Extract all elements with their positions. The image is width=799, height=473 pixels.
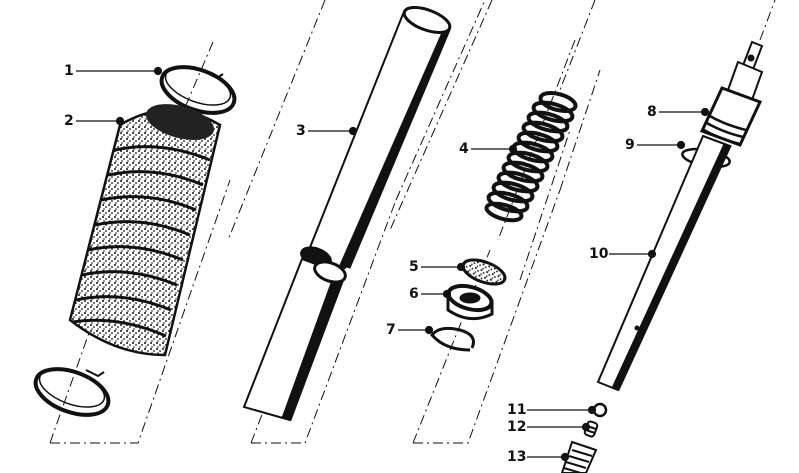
callout-label-10: 10 [589, 246, 609, 262]
leader-dot-7 [424, 325, 434, 335]
clamp-upper [159, 65, 237, 115]
fork-tube-upper [300, 6, 452, 270]
bellows [68, 104, 222, 357]
callout-label-13: 13 [507, 449, 527, 465]
seal [446, 283, 494, 321]
callout-label-2: 2 [64, 113, 74, 129]
spring [484, 90, 578, 223]
callout-label-7: 7 [386, 322, 396, 338]
callout-leaders [76, 66, 710, 462]
leader-dot-2 [115, 116, 125, 126]
circlip [430, 326, 475, 352]
callout-label-11: 11 [507, 402, 527, 418]
valve-body [560, 440, 598, 473]
callout-label-12: 12 [507, 419, 527, 435]
leader-dot-12 [581, 422, 591, 432]
callout-label-6: 6 [409, 286, 419, 302]
leader-dot-4 [508, 144, 518, 154]
callout-label-4: 4 [459, 141, 469, 157]
leader-dot-5 [456, 262, 466, 272]
leader-dot-8 [700, 107, 710, 117]
leader-dot-9 [676, 140, 686, 150]
callout-label-1: 1 [64, 63, 74, 79]
callout-label-9: 9 [625, 137, 635, 153]
leader-dot-13 [560, 452, 570, 462]
washer [461, 258, 507, 286]
callout-label-3: 3 [296, 123, 306, 139]
leader-dot-1 [153, 66, 163, 76]
fork-tube-lower [242, 257, 347, 422]
callout-label-8: 8 [647, 104, 657, 120]
leader-dot-6 [442, 289, 452, 299]
leader-dot-10 [647, 249, 657, 259]
clamp-lower [33, 367, 111, 417]
leader-dot-3 [348, 126, 358, 136]
damper-rod [596, 40, 764, 392]
leader-dot-11 [587, 405, 597, 415]
callout-label-5: 5 [409, 259, 419, 275]
